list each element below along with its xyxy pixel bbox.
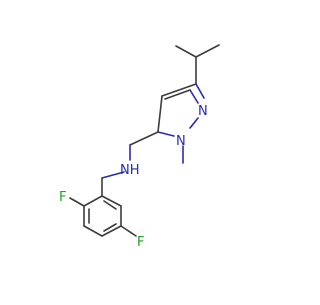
bond-benz-c3-c4	[83, 225, 103, 237]
bond-c2-f	[69, 197, 85, 207]
bond-ipr-methyl-left	[175, 45, 197, 58]
bond-benz-c4-c5	[101, 225, 122, 237]
bond-c3-n2-double	[189, 89, 199, 104]
atom-label-nh: NH	[120, 163, 140, 178]
atom-label-n-ring: N	[198, 104, 208, 119]
bond-benz-inner-2	[103, 223, 117, 232]
bond-c3-n2	[195, 83, 205, 99]
bond-n2-n1	[189, 117, 199, 129]
bond-benz-inner-3	[103, 200, 117, 210]
bond-c5-ch2	[129, 131, 159, 146]
atom-label-f-ortho: F	[59, 190, 66, 205]
bond-c4-c5	[157, 95, 163, 133]
bond-ipr-methyl-right	[195, 44, 220, 58]
bond-c3-c4-double	[164, 89, 191, 100]
bond-benz-c6-c1	[101, 195, 122, 207]
molecule-canvas: NH N N F F	[59, 44, 220, 250]
atom-label-f-meta: F	[137, 235, 144, 250]
bond-n1-c5	[157, 131, 175, 137]
bond-nh-ch2	[101, 171, 125, 179]
bond-c5-f	[120, 225, 137, 237]
molecule-structure: NH N N F F	[59, 44, 220, 250]
bond-benz-c1-c2	[83, 195, 103, 207]
bond-c3-c4	[161, 83, 197, 97]
atom-label-n-methyl: N	[176, 134, 186, 149]
